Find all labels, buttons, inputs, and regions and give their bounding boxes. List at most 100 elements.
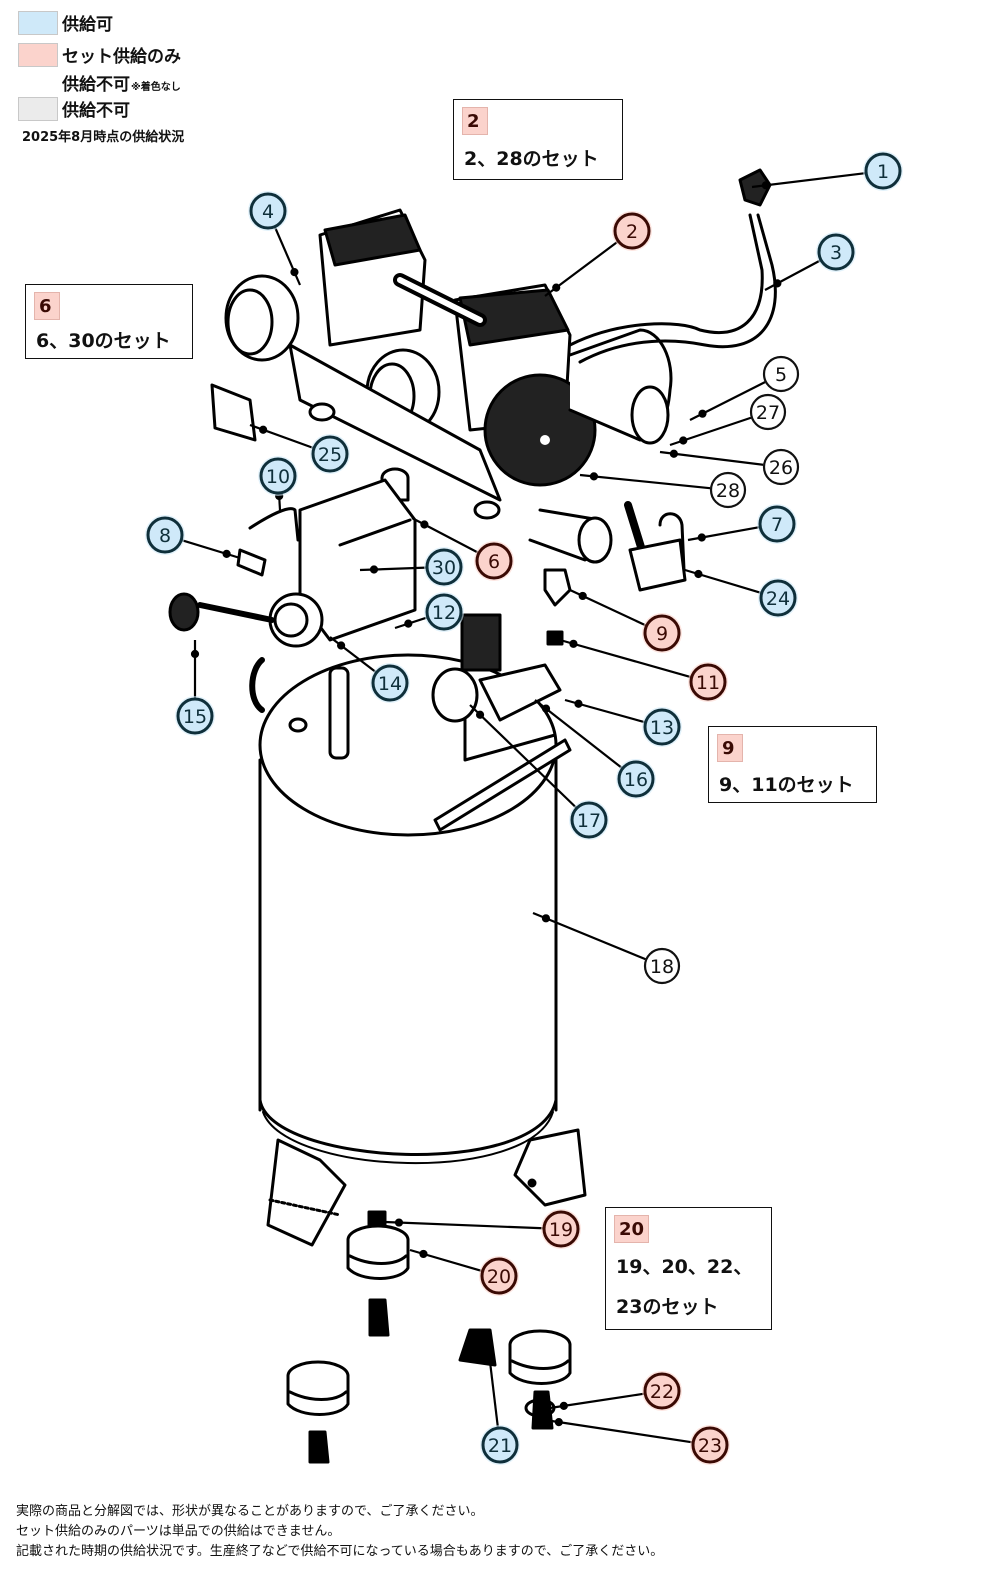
legend-swatch-available — [18, 10, 58, 35]
leader-arrow-5 — [698, 409, 707, 418]
callout-number: 27 — [756, 402, 780, 424]
callout-circle — [176, 697, 214, 735]
callout-circle — [689, 663, 727, 701]
callout-13[interactable]: 13 — [642, 707, 682, 747]
legend-label: 供給可 — [62, 15, 113, 35]
callout-circle — [425, 548, 463, 586]
callout-circle — [613, 212, 651, 250]
callout-28[interactable]: 28 — [709, 471, 747, 509]
callout-circle — [749, 393, 787, 431]
supply-status-date: 2025年8月時点の供給状況 — [22, 130, 185, 145]
set-box-6: 6 6、30のセット — [25, 284, 193, 359]
leader-arrow-17 — [475, 710, 485, 719]
callout-number: 20 — [487, 1266, 511, 1288]
leader-arrow-6 — [420, 520, 429, 529]
compressor-pump-drawing — [224, 168, 777, 564]
callout-number: 10 — [266, 466, 290, 488]
legend-item-available: 供給可 — [18, 10, 113, 35]
set-box-2: 2 2、28のセット — [453, 99, 623, 180]
callout-2[interactable]: 2 — [612, 211, 652, 251]
callout-circle — [617, 760, 655, 798]
legend-label: 供給不可 — [62, 101, 130, 121]
set-badge: 9 — [717, 734, 743, 762]
callout-20[interactable]: 20 — [479, 1256, 519, 1296]
legend-item-unavailable-nocolor: 供給不可 ※着色なし — [18, 70, 181, 95]
leader-arrow-20 — [419, 1249, 428, 1259]
callout-1[interactable]: 1 — [863, 151, 903, 191]
callout-6[interactable]: 6 — [474, 541, 514, 581]
set-badge: 2 — [462, 107, 488, 135]
callout-27[interactable]: 27 — [749, 393, 787, 431]
callout-9[interactable]: 9 — [642, 613, 682, 653]
legend-note: ※着色なし — [131, 82, 181, 93]
callout-22[interactable]: 22 — [642, 1371, 682, 1411]
set-description: 19、20、22、 — [616, 1256, 753, 1278]
callout-24[interactable]: 24 — [758, 578, 798, 618]
callout-10[interactable]: 10 — [258, 456, 298, 496]
set-badge: 6 — [34, 292, 60, 320]
leader-arrow-19 — [394, 1218, 404, 1227]
callout-circle — [570, 801, 608, 839]
callout-number: 15 — [183, 706, 207, 728]
callout-25[interactable]: 25 — [310, 434, 350, 474]
callout-4[interactable]: 4 — [248, 191, 288, 231]
callout-number: 19 — [549, 1219, 573, 1241]
leader-line-16 — [534, 699, 623, 769]
leader-arrow-25 — [259, 425, 268, 434]
callout-11[interactable]: 11 — [688, 662, 728, 702]
air-tank-drawing — [249, 613, 587, 1247]
callout-circle — [371, 664, 409, 702]
legend-label: セット供給のみ — [62, 47, 181, 67]
leader-line-18 — [532, 911, 646, 961]
callout-circle — [762, 355, 800, 393]
set-badge: 20 — [614, 1215, 650, 1243]
callout-8[interactable]: 8 — [145, 515, 185, 555]
callout-number: 6 — [488, 551, 500, 573]
callout-number: 18 — [650, 956, 674, 978]
callout-circle — [817, 233, 855, 271]
callout-16[interactable]: 16 — [616, 759, 656, 799]
callout-12[interactable]: 12 — [424, 592, 464, 632]
leader-line-28 — [579, 473, 711, 490]
legend-swatch-set-only — [18, 42, 58, 67]
leader-arrow-15 — [190, 649, 200, 659]
set-description: 6、30のセット — [36, 330, 171, 352]
callout-17[interactable]: 17 — [569, 800, 609, 840]
leader-arrow-13 — [574, 699, 583, 708]
callout-21[interactable]: 21 — [480, 1425, 520, 1465]
leader-line-1 — [751, 172, 866, 189]
leader-line-4 — [274, 227, 302, 286]
set-description: 23のセット — [616, 1296, 719, 1318]
leader-arrow-7 — [697, 533, 706, 542]
callout-14[interactable]: 14 — [370, 663, 410, 703]
callout-5[interactable]: 5 — [762, 355, 800, 393]
callout-circle — [480, 1257, 518, 1295]
callout-number: 2 — [626, 221, 638, 243]
set-box-9: 9 9、11のセット — [708, 726, 877, 803]
callout-number: 23 — [698, 1435, 722, 1457]
leader-arrow-2 — [552, 283, 561, 292]
callout-7[interactable]: 7 — [757, 504, 797, 544]
callout-circle — [311, 435, 349, 473]
callout-18[interactable]: 18 — [643, 947, 681, 985]
callout-number: 14 — [378, 673, 402, 695]
callout-number: 3 — [830, 242, 842, 264]
callout-circle — [475, 542, 513, 580]
callout-23[interactable]: 23 — [690, 1425, 730, 1465]
callout-number: 17 — [577, 810, 601, 832]
callout-15[interactable]: 15 — [175, 696, 215, 736]
callout-number: 26 — [769, 457, 793, 479]
leader-line-14 — [329, 636, 377, 673]
callout-3[interactable]: 3 — [816, 232, 856, 272]
leader-arrow-23 — [554, 1417, 563, 1427]
callout-number: 9 — [656, 623, 668, 645]
callout-number: 28 — [716, 480, 740, 502]
callout-number: 11 — [696, 672, 720, 694]
callout-26[interactable]: 26 — [762, 448, 800, 486]
set-description: 2、28のセット — [464, 148, 599, 170]
callout-markers: 1234567891011121314151617181920212223242… — [145, 151, 903, 1465]
callout-circle — [759, 579, 797, 617]
callout-30[interactable]: 30 — [424, 547, 464, 587]
callout-circle — [481, 1426, 519, 1464]
callout-19[interactable]: 19 — [541, 1209, 581, 1249]
